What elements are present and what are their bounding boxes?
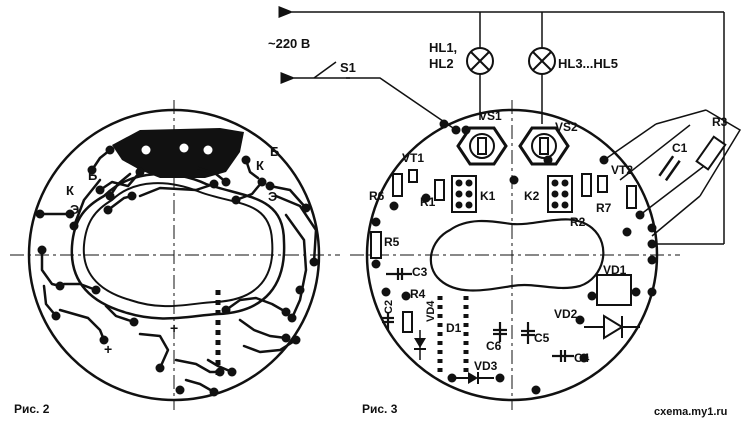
- vd3-label: VD3: [474, 359, 498, 373]
- vd3-diode: [456, 372, 494, 384]
- r4-resistor: [402, 311, 413, 333]
- vt1-transistor: [408, 169, 418, 183]
- fig2-center-cutout: [82, 182, 274, 308]
- vt1-label: VT1: [402, 151, 424, 165]
- vd4-diode: [414, 330, 426, 360]
- fig2-plus-label: +: [170, 320, 178, 336]
- c3-label: C3: [412, 265, 428, 279]
- fig2-emitter-right-label: Э: [268, 189, 277, 204]
- k1-label: K1: [480, 189, 496, 203]
- k1-connector: [451, 175, 477, 213]
- fig2-pad-hole: [203, 145, 213, 155]
- r1-label: R1: [420, 195, 436, 209]
- r6-resistor: [392, 173, 403, 197]
- fig2-base-left-label: Б: [88, 168, 97, 183]
- c1-capacitor: [658, 155, 681, 182]
- fig3-capacitors: [382, 268, 574, 362]
- vd4-label: VD4: [425, 300, 437, 322]
- fig3-board: ~220 В S1 HL1, HL2 HL3...HL5 VS1 VS2 VT1…: [268, 6, 742, 416]
- fig2-emitter-left-label: Э: [70, 202, 79, 217]
- r3-label: R3: [712, 115, 728, 129]
- fig2-heatsink-pad: [112, 128, 244, 178]
- supply-voltage-label: ~220 В: [268, 36, 310, 51]
- vd2-diode: [584, 314, 640, 340]
- fig2-pad-hole: [179, 143, 189, 153]
- r3-resistor: [695, 135, 727, 171]
- lamp-hl3-hl5-icon: [528, 47, 556, 75]
- fig2-collector-left-label: К: [66, 183, 74, 198]
- r1-resistor: [434, 179, 445, 201]
- fig2-collector-right-label: К: [256, 158, 264, 173]
- vd1-diode-bridge: [596, 274, 632, 306]
- r7-resistor: [597, 175, 608, 193]
- fig2-base-right-label: Б: [270, 144, 279, 159]
- c2-label: C2: [383, 300, 395, 314]
- fig3-resistors: [370, 169, 637, 333]
- lamp-hl1-label: HL1,: [429, 40, 457, 55]
- vs1-thyristor: [456, 125, 508, 166]
- k2-connector: [547, 175, 573, 213]
- lamp-hl2-label: HL2: [429, 56, 454, 71]
- vd1-label: VD1: [603, 263, 627, 277]
- switch-s1-label: S1: [340, 60, 356, 75]
- k2-label: K2: [524, 189, 540, 203]
- fig2-plus-label: +: [104, 341, 112, 357]
- r2-resistor: [581, 173, 592, 197]
- c1-label: C1: [672, 141, 688, 155]
- fig2-pad-hole: [141, 145, 151, 155]
- d1-label: D1: [446, 321, 462, 335]
- fig3-pads: [371, 119, 657, 395]
- fig3-center-cutout: [429, 218, 605, 292]
- fig3-caption: Рис. 3: [362, 402, 398, 416]
- c6-label: C6: [486, 339, 502, 353]
- fig2-pads: [35, 145, 319, 397]
- r6-label: R6: [369, 189, 385, 203]
- vt2-label: VT2: [611, 163, 633, 177]
- lamp-hl3-hl5-label: HL3...HL5: [558, 56, 618, 71]
- r4-label: R4: [410, 287, 426, 301]
- r2-label: R2: [570, 215, 586, 229]
- lamp-hl1-hl2-icon: [466, 47, 494, 75]
- vs2-label: VS2: [555, 120, 578, 134]
- vs1-label: VS1: [479, 109, 502, 123]
- vd2-label: VD2: [554, 307, 578, 321]
- watermark-text: cxema.my1.ru: [654, 406, 727, 418]
- fig2-board: Б К Э Б К Э + + Рис. 2: [10, 100, 340, 416]
- r7-label: R7: [596, 201, 612, 215]
- r5-resistor: [370, 231, 382, 259]
- fig2-caption: Рис. 2: [14, 402, 50, 416]
- fig3-mains-wiring: [278, 6, 742, 245]
- fig2-ring-track: [70, 172, 286, 320]
- vt2-transistor: [626, 185, 637, 209]
- c5-label: C5: [534, 331, 550, 345]
- c4-label: C4: [574, 351, 590, 365]
- r5-label: R5: [384, 235, 400, 249]
